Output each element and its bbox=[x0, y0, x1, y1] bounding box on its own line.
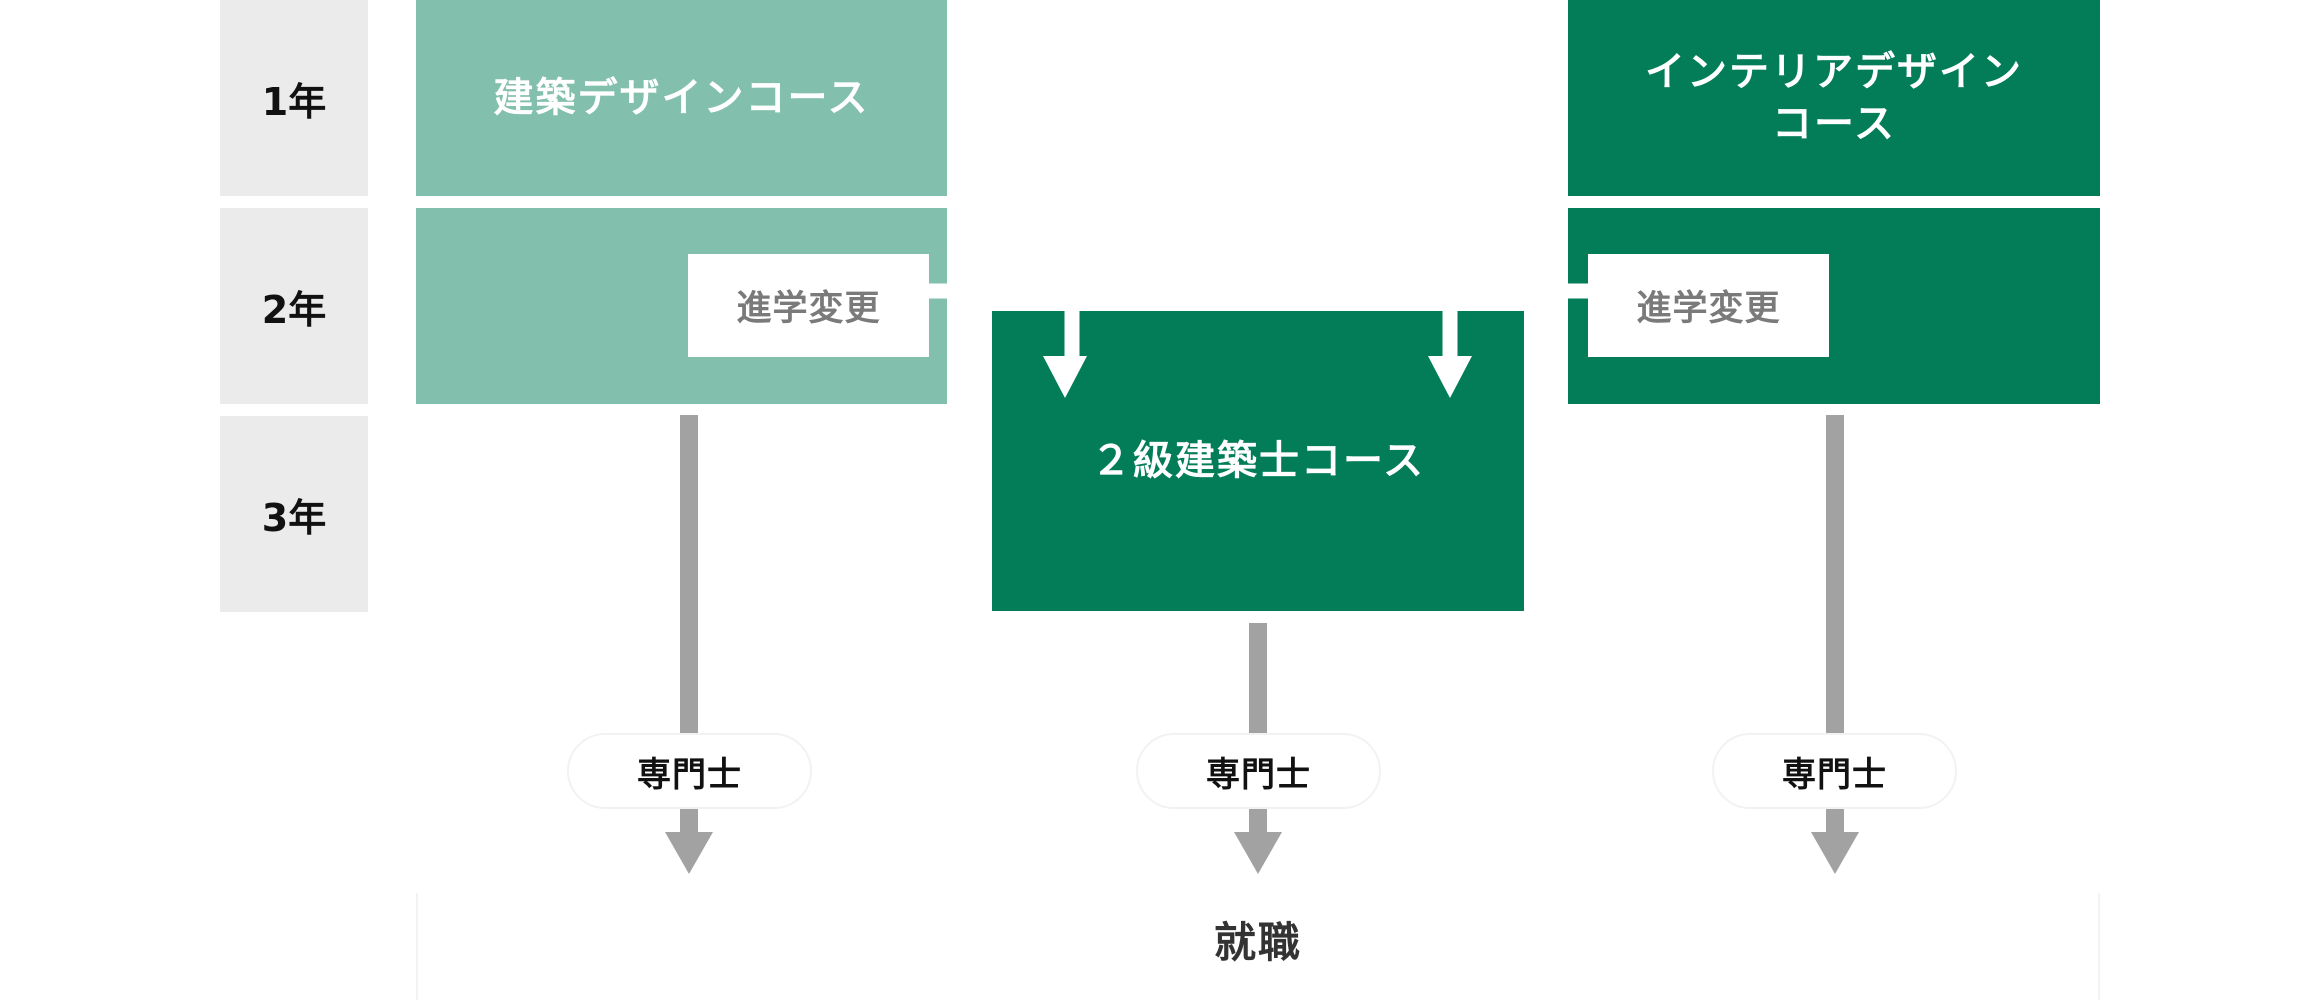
year-label-3-text: 3年 bbox=[261, 495, 327, 540]
right-employment-arrow bbox=[1811, 806, 1859, 874]
qualification-center: 専門士 bbox=[1136, 733, 1381, 809]
course-change-connector-right bbox=[1442, 283, 1588, 366]
architecture-design-course-label: 建築デザインコース bbox=[493, 75, 870, 121]
course-change-arrow-left bbox=[1043, 356, 1087, 398]
center-employment-arrow bbox=[1234, 806, 1282, 874]
qualification-right: 専門士 bbox=[1712, 733, 1957, 809]
interior-design-course-label: インテリアデザイン コース bbox=[1645, 49, 2023, 147]
qualification-right-label: 専門士 bbox=[1782, 754, 1887, 795]
qualification-center-label: 専門士 bbox=[1206, 754, 1311, 795]
course-change-left: 進学変更 bbox=[688, 254, 929, 357]
employment-label: 就職 bbox=[1213, 918, 1302, 967]
right-track-connector bbox=[1826, 415, 1844, 735]
year-label-1: 1年 bbox=[220, 0, 368, 196]
left-track-connector bbox=[680, 415, 698, 735]
qualification-left-label: 専門士 bbox=[637, 754, 742, 795]
year-label-2-text: 2年 bbox=[261, 287, 327, 332]
year-label-3: 3年 bbox=[220, 416, 368, 612]
year-label-2: 2年 bbox=[220, 208, 368, 404]
course-change-right-label: 進学変更 bbox=[1636, 289, 1781, 329]
course-change-arrow-right bbox=[1428, 356, 1472, 398]
second-class-architect-course-label: ２級建築士コース bbox=[1091, 438, 1425, 484]
course-change-right: 進学変更 bbox=[1588, 254, 1829, 357]
center-track-connector bbox=[1249, 623, 1267, 735]
year-label-1-text: 1年 bbox=[261, 79, 327, 124]
qualification-left: 専門士 bbox=[567, 733, 812, 809]
architecture-design-course-year1: 建築デザインコース bbox=[416, 0, 947, 196]
interior-design-course-year1: インテリアデザイン コース bbox=[1568, 0, 2100, 196]
left-employment-arrow bbox=[665, 806, 713, 874]
employment-box: 就職 bbox=[416, 893, 2100, 1000]
course-change-connector-left bbox=[928, 283, 1080, 366]
course-change-left-label: 進学変更 bbox=[736, 289, 881, 329]
